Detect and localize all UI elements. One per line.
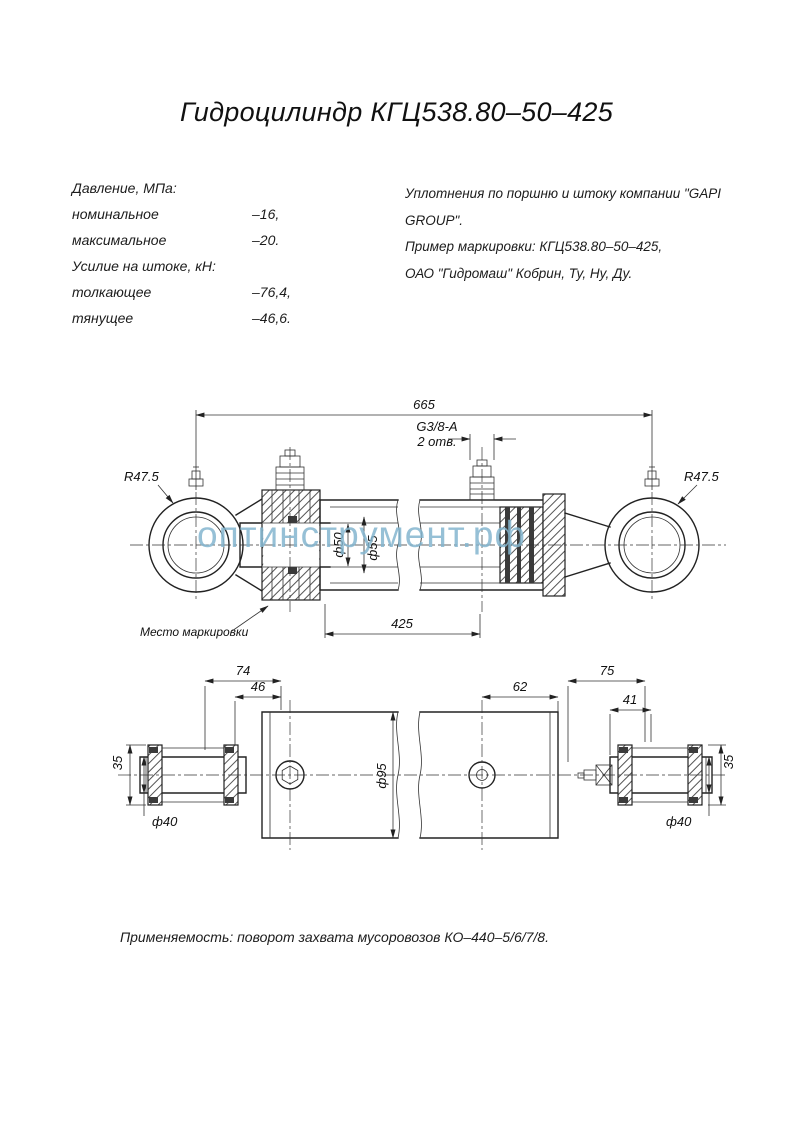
dim-46: 46 xyxy=(251,679,266,694)
cylinder-body-bottom xyxy=(261,711,559,839)
pin-assembly-right xyxy=(609,744,713,806)
spec-row-nominal: номинальное –16, xyxy=(72,201,402,227)
drawing-title: Гидроцилиндр КГЦ538.80–50–425 xyxy=(179,97,614,127)
spec-label: толкающее xyxy=(72,284,152,300)
piston-seal xyxy=(517,507,521,583)
pressure-header: Давление, МПа: xyxy=(72,180,177,196)
dim-port-thread: G3/8-A xyxy=(416,419,457,434)
specs-block: Давление, МПа: номинальное –16, максимал… xyxy=(72,175,402,331)
rod-eye-right xyxy=(564,466,700,593)
dim-41: 41 xyxy=(623,692,637,707)
dim-74: 74 xyxy=(236,663,250,678)
spec-value: –16, xyxy=(252,206,280,222)
spec-label: максимальное xyxy=(72,232,167,248)
dim-pin-diameter-right: ф40 xyxy=(666,814,692,829)
dim-radius-right: R47.5 xyxy=(684,469,719,484)
dimensions-main: 665 G3/8-A 2 отв. R47.5 R47.5 ф50 ф55 42… xyxy=(124,397,719,639)
spec-row-pull: тянущее –46,6. xyxy=(72,305,402,331)
application-note: Применяемость: поворот захвата мусоровоз… xyxy=(120,929,549,945)
centerlines-main xyxy=(130,447,726,612)
dim-stroke: 425 xyxy=(391,616,413,631)
spec-value: –76,4, xyxy=(252,284,291,300)
dim-rod-diameter: ф50 xyxy=(331,532,346,558)
marking-note: Место маркировки xyxy=(140,625,249,639)
spec-value: –20. xyxy=(252,232,280,248)
dim-pin-diameter-left: ф40 xyxy=(152,814,178,829)
dim-35-left: 35 xyxy=(110,755,125,770)
spec-value: –46,6. xyxy=(252,310,291,326)
rod-eye-left xyxy=(148,466,263,593)
dim-35-right: 35 xyxy=(721,754,736,769)
dim-body-diameter: ф95 xyxy=(374,763,389,789)
spec-label: номинальное xyxy=(72,206,159,222)
note-line-manufacturer: ОАО "Гидромаш" Кобрин, Ту, Ну, Ду. xyxy=(405,265,633,281)
spec-row-maximum: максимальное –20. xyxy=(72,227,402,253)
dim-port-qty: 2 отв. xyxy=(416,434,456,449)
rod-seal xyxy=(288,567,297,574)
dimensions-bottom: 74 46 62 75 41 35 35 ф95 ф40 xyxy=(110,663,736,839)
main-view-side: 665 G3/8-A 2 отв. R47.5 R47.5 ф50 ф55 42… xyxy=(124,397,726,639)
spec-row-push: толкающее –76,4, xyxy=(72,279,402,305)
dim-75: 75 xyxy=(600,663,615,678)
dim-sleeve-diameter: ф55 xyxy=(365,535,380,561)
rod-seal xyxy=(288,516,297,523)
dim-radius-left: R47.5 xyxy=(124,469,159,484)
notes-block: Уплотнения по поршню и штоку компании "G… xyxy=(405,181,780,287)
bottom-view: 74 46 62 75 41 35 35 ф95 ф40 xyxy=(110,663,736,850)
spec-label: тянущее xyxy=(72,310,134,326)
note-line-seals: Уплотнения по поршню и штоку компании "G… xyxy=(405,186,722,228)
dim-62: 62 xyxy=(513,679,528,694)
note-line-marking: Пример маркировки: КГЦ538.80–50–425, xyxy=(405,239,663,254)
centerlines-bottom xyxy=(118,700,726,850)
dim-overall-length: 665 xyxy=(413,397,435,412)
force-header: Усилие на штоке, кН: xyxy=(72,258,216,274)
